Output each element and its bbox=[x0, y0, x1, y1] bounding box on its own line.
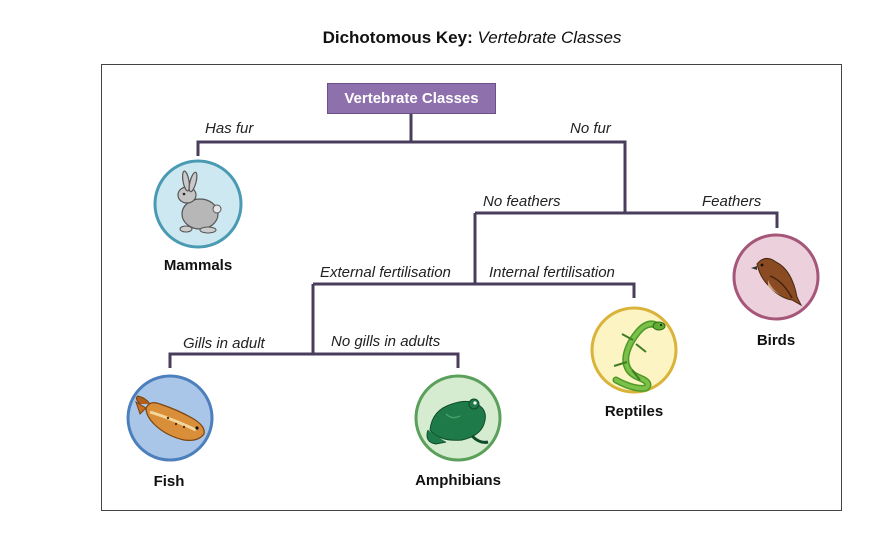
class-label-fish: Fish bbox=[153, 473, 185, 490]
bird-icon bbox=[751, 258, 803, 307]
connector-lines bbox=[168, 114, 779, 368]
edge-label-feathers: Feathers bbox=[702, 193, 762, 210]
root-node-vertebrate-classes: Vertebrate Classes bbox=[327, 83, 496, 114]
fish-icon bbox=[135, 395, 205, 441]
class-label-mammals: Mammals bbox=[163, 257, 233, 274]
diagram-title: Dichotomous Key: Vertebrate Classes bbox=[0, 28, 876, 48]
class-label-birds: Birds bbox=[756, 332, 796, 349]
birds-node bbox=[732, 233, 820, 321]
title-sub: Vertebrate Classes bbox=[477, 28, 622, 47]
edge-label-no-fur: No fur bbox=[570, 120, 611, 137]
fish-node bbox=[126, 374, 214, 462]
edge-label-gills-in-adult: Gills in adult bbox=[183, 335, 265, 352]
connector-fertilisation-split bbox=[313, 282, 636, 298]
class-label-reptiles: Reptiles bbox=[604, 403, 664, 420]
connector-feathers-split bbox=[475, 211, 779, 228]
edge-label-internal-fertilisation: Internal fertilisation bbox=[489, 264, 615, 281]
diagram-frame bbox=[101, 64, 842, 511]
edge-label-no-feathers: No feathers bbox=[483, 193, 561, 210]
reptiles-node bbox=[590, 306, 678, 394]
edge-label-has-fur: Has fur bbox=[205, 120, 254, 137]
frog-icon bbox=[426, 398, 489, 445]
rabbit-icon bbox=[177, 170, 222, 234]
lizard-icon bbox=[612, 320, 666, 392]
class-label-amphibians: Amphibians bbox=[415, 472, 501, 489]
title-main: Dichotomous Key: bbox=[322, 28, 473, 47]
connector-fur-split bbox=[196, 140, 627, 213]
edge-label-external-fertilisation: External fertilisation bbox=[320, 264, 451, 281]
amphibians-node bbox=[414, 374, 502, 462]
mammals-node bbox=[153, 159, 243, 249]
edge-label-no-gills-in-adults: No gills in adults bbox=[331, 333, 441, 350]
connector-gills-split bbox=[168, 352, 460, 368]
